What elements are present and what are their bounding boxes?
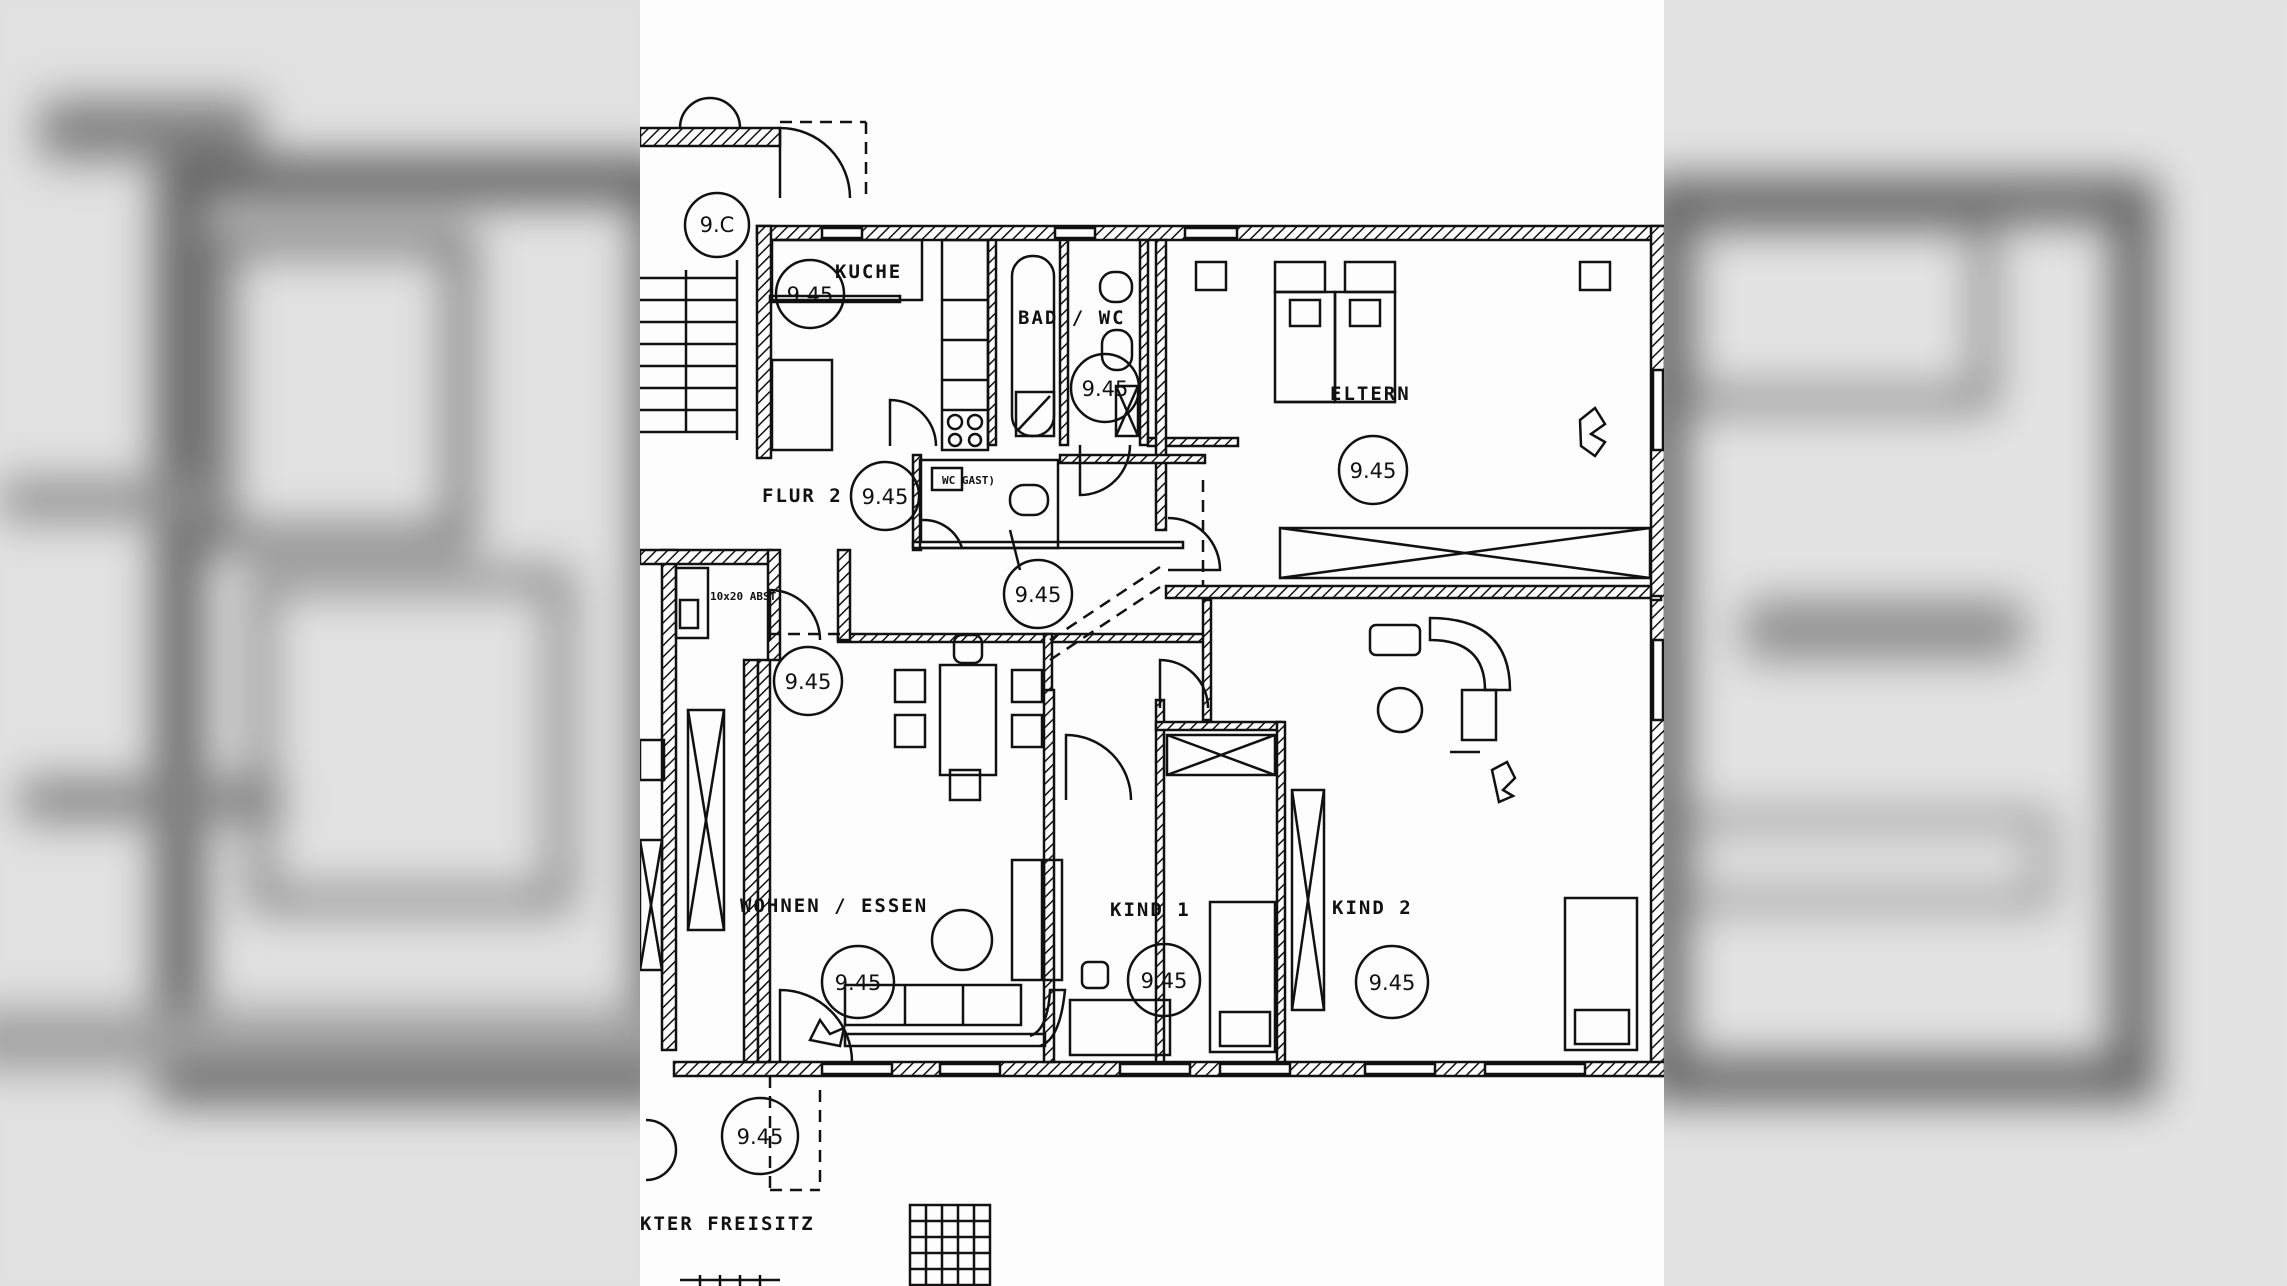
tag-essen: 9.45 [785,670,832,694]
tag-kind2: 9.45 [1369,971,1416,995]
tag-wohnen: 9.45 [835,971,882,995]
blurred-background-left [0,0,640,1286]
kitchen-fixtures [770,238,990,452]
bathroom-fixtures [1010,254,1140,497]
tag-stair-circle [683,191,751,259]
label-kuche: KUCHE [835,261,902,283]
label-kind2: KIND 2 [1332,897,1413,919]
label-eltern: ELTERN [1330,383,1411,405]
tag-essen-circle [772,645,844,717]
guest-wc-fixtures [918,458,1060,571]
outer-walls [640,224,1664,1078]
tag-flur-circle [849,460,921,532]
label-flur: FLUR 2 [762,485,843,507]
staircase [640,96,852,440]
label-kind1: KIND 1 [1110,899,1191,921]
tag-bad-circle [1069,352,1141,424]
blurred-background-right [1664,0,2287,1286]
tag-wohnen-circle [820,944,896,1020]
tag-kind2-circle [1354,944,1430,1020]
tag-kind1: 9.45 [1141,969,1188,993]
tag-stair: 9.C [700,213,735,237]
living-dining-furniture [640,633,1067,1182]
parents-bedroom-furniture [1167,260,1652,580]
tag-kuche-circle [774,258,846,330]
tag-kuche: 9.45 [787,283,834,307]
tag-eltern: 9.45 [1350,459,1397,483]
outdoor-grid [680,1203,992,1286]
tag-kind1-circle [1126,942,1202,1018]
tag-freisitz-circle [720,1096,800,1176]
tag-flur2-circle [1002,558,1074,630]
storage-fixtures [674,566,822,641]
floor-plan-panel: KUCHE BAD / WC ELTERN FLUR 2 WC GAST) 10… [640,0,1664,1286]
label-wohnen-essen: WOHNEN / ESSEN [740,895,928,917]
label-freisitz: KTER FREISITZ [640,1213,815,1235]
area-tags [683,191,1430,1176]
tag-flur2: 9.45 [1015,583,1062,607]
child-room-1-furniture [1064,658,1277,1057]
tag-eltern-circle [1337,434,1409,506]
label-abst: 10x20 ABST. [710,590,783,603]
dashed-projections [768,120,1205,1192]
floor-plan: KUCHE BAD / WC ELTERN FLUR 2 WC GAST) 10… [640,96,1664,1286]
tag-freisitz: 9.45 [737,1125,784,1149]
tag-flur: 9.45 [862,485,909,509]
child-room-2-furniture [1290,616,1639,1052]
tag-bad: 9.45 [1082,377,1129,401]
label-bad-wc: BAD / WC [1018,307,1126,329]
label-wc-gast: WC GAST) [942,474,995,487]
